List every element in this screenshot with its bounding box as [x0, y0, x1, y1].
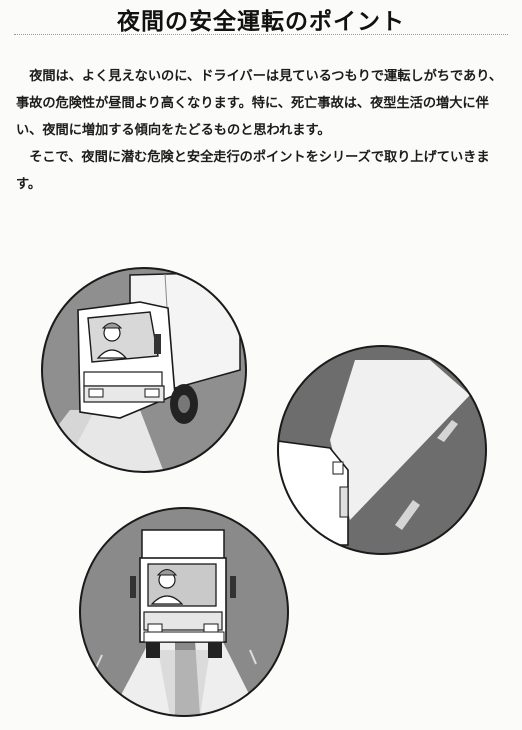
intro-text: 夜間は、よく見えないのに、ドライバーは見ているつもりで運転しがちであり、事故の危… [16, 63, 508, 198]
truck-side-road-illustration [277, 345, 487, 555]
truck-driver-headlights-illustration [41, 267, 247, 473]
title-divider [14, 34, 508, 35]
intro-paragraph-1: 夜間は、よく見えないのに、ドライバーは見ているつもりで運転しがちであり、事故の危… [16, 69, 503, 138]
intro-paragraph-2: そこで、夜間に潜む危険と安全走行のポイントをシリーズで取り上げていきます。 [16, 150, 490, 192]
truck-front-headlights-illustration [79, 507, 289, 717]
page-title: 夜間の安全運転のポイント [117, 9, 405, 35]
